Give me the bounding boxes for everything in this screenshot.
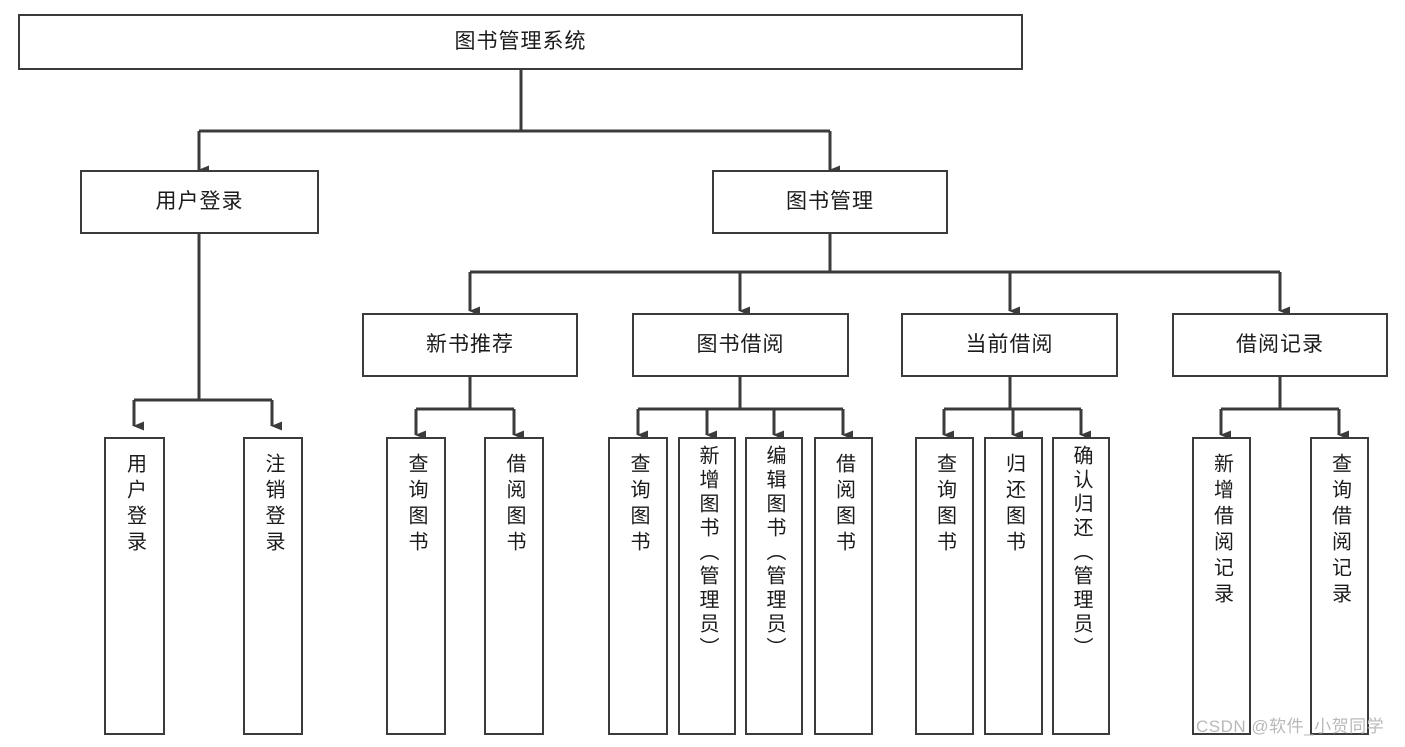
node-label-leaf-edit-book: 编辑图书（管理员） <box>763 445 785 661</box>
edge-group <box>132 70 1349 440</box>
node-new-book-recommend[interactable]: 新书推荐 <box>362 313 578 377</box>
node-label-leaf-logout: 注销登录 <box>262 453 284 557</box>
node-label-leaf-query-book-3: 查询图书 <box>933 453 956 557</box>
node-leaf-query-book-1[interactable]: 查询图书 <box>386 437 446 735</box>
node-label-leaf-borrow-book-2: 借阅图书 <box>832 453 855 557</box>
node-label-leaf-user-login: 用户登录 <box>123 453 146 557</box>
node-label-book-manage: 图书管理 <box>786 190 874 214</box>
node-leaf-return-book[interactable]: 归还图书 <box>984 437 1043 735</box>
connector-new-book-recommend-to-leaves <box>414 377 524 440</box>
node-label-leaf-add-book: 新增图书（管理员） <box>696 445 718 661</box>
node-book-manage[interactable]: 图书管理 <box>712 170 948 234</box>
node-leaf-add-record[interactable]: 新增借阅记录 <box>1192 437 1251 735</box>
node-label-root: 图书管理系统 <box>454 30 587 54</box>
node-label-leaf-confirm-return: 确认归还（管理员） <box>1070 445 1092 661</box>
node-leaf-query-record[interactable]: 查询借阅记录 <box>1310 437 1369 735</box>
node-leaf-add-book[interactable]: 新增图书（管理员） <box>678 437 736 735</box>
node-borrow-record[interactable]: 借阅记录 <box>1172 313 1388 377</box>
node-leaf-logout[interactable]: 注销登录 <box>243 437 303 735</box>
node-label-leaf-return-book: 归还图书 <box>1002 453 1025 557</box>
node-leaf-query-book-3[interactable]: 查询图书 <box>915 437 974 735</box>
connector-book-borrow-to-leaves <box>636 377 853 440</box>
node-leaf-confirm-return[interactable]: 确认归还（管理员） <box>1052 437 1110 735</box>
node-label-user-login: 用户登录 <box>155 190 244 214</box>
connector-root-to-level1 <box>197 70 840 175</box>
connector-book-manage-to-level2 <box>468 234 1290 316</box>
node-label-new-book-recommend: 新书推荐 <box>426 333 514 357</box>
node-user-login[interactable]: 用户登录 <box>80 170 319 234</box>
node-label-borrow-record: 借阅记录 <box>1236 333 1324 357</box>
connector-borrow-record-to-leaves <box>1219 377 1349 440</box>
node-label-book-borrow: 图书借阅 <box>696 333 785 357</box>
node-root[interactable]: 图书管理系统 <box>18 14 1023 70</box>
connector-user-login-to-leaves <box>132 234 282 431</box>
node-book-borrow[interactable]: 图书借阅 <box>632 313 849 377</box>
node-label-leaf-query-record: 查询借阅记录 <box>1328 453 1351 609</box>
node-label-leaf-borrow-book-1: 借阅图书 <box>503 453 525 557</box>
node-leaf-user-login[interactable]: 用户登录 <box>104 437 165 735</box>
node-leaf-query-book-2[interactable]: 查询图书 <box>608 437 668 735</box>
node-current-borrow[interactable]: 当前借阅 <box>901 313 1118 377</box>
node-leaf-borrow-book-2[interactable]: 借阅图书 <box>814 437 873 735</box>
connector-current-borrow-to-leaves <box>942 377 1091 440</box>
node-label-leaf-query-book-1: 查询图书 <box>405 453 427 557</box>
node-leaf-edit-book[interactable]: 编辑图书（管理员） <box>745 437 803 735</box>
node-label-leaf-query-book-2: 查询图书 <box>627 453 649 557</box>
node-label-leaf-add-record: 新增借阅记录 <box>1210 453 1233 609</box>
node-leaf-borrow-book-1[interactable]: 借阅图书 <box>484 437 544 735</box>
node-label-current-borrow: 当前借阅 <box>965 333 1054 357</box>
